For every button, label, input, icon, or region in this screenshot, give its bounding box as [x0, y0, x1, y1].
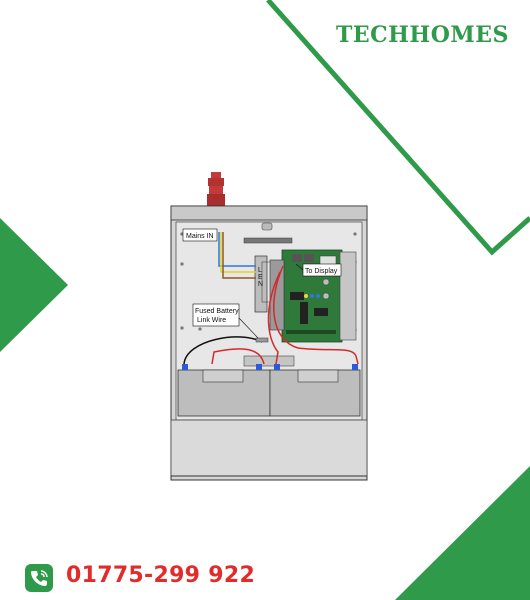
- mains-in-label: Mains IN: [186, 233, 214, 240]
- earth-wire: [220, 232, 256, 273]
- fuse: [255, 337, 269, 343]
- fused-battery-label-line2: Link Wire: [197, 317, 226, 324]
- terminal-block: [254, 255, 268, 313]
- left-green-triangle: [0, 218, 68, 352]
- to-display-label: To Display: [305, 268, 338, 275]
- terminal-e-label: E: [258, 274, 263, 281]
- live-wire: [222, 232, 256, 279]
- fused-battery-label-line1: Fused Battery: [195, 308, 239, 315]
- battery-left: [177, 364, 271, 417]
- terminal-n-label: N: [258, 281, 263, 288]
- brand-logo: TECHHOMES: [336, 22, 509, 48]
- mains-in-callout: Mains IN: [182, 228, 218, 242]
- enclosure-top-lip: [170, 205, 368, 221]
- connector-strip: [243, 237, 293, 244]
- pcb-components: [286, 254, 337, 334]
- battery-right: [269, 364, 361, 417]
- neutral-wire: [218, 232, 256, 267]
- heatsink: [339, 251, 357, 341]
- green-chevron-line: [266, 0, 530, 256]
- phone-icon: [25, 564, 53, 592]
- cable-gland: [207, 172, 225, 206]
- fused-battery-link-wire: [211, 348, 265, 365]
- fused-battery-callout: Fused Battery Link Wire: [192, 303, 259, 339]
- battery-bracket: [243, 355, 295, 367]
- enclosure-lid: [170, 419, 368, 477]
- phone-number[interactable]: 01775-299 922: [66, 563, 256, 588]
- negative-wire: [183, 336, 263, 365]
- pcb-positive-wire: [273, 265, 359, 365]
- lock-icon: [261, 222, 273, 231]
- to-display-callout: To Display: [295, 263, 342, 277]
- bottom-right-green-triangle: [395, 466, 530, 600]
- terminal-l-label: L: [258, 267, 262, 274]
- contact-phone[interactable]: 01775-299 922: [24, 562, 274, 594]
